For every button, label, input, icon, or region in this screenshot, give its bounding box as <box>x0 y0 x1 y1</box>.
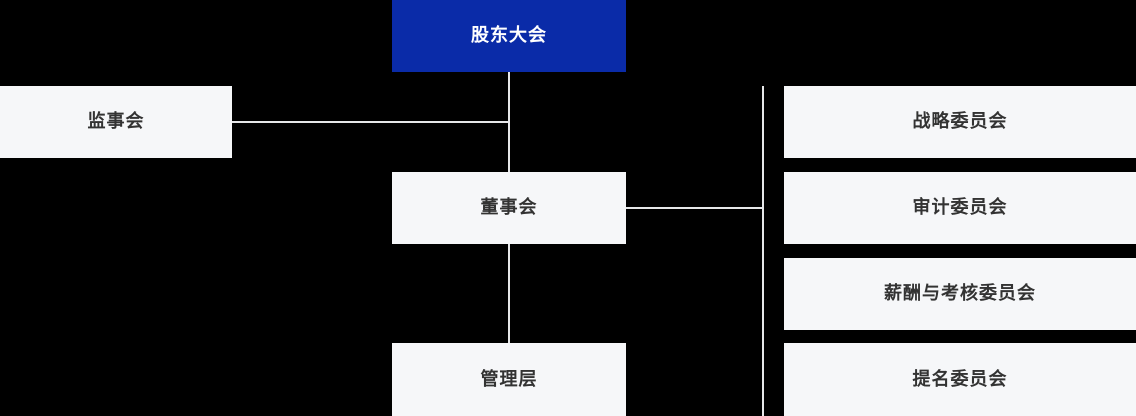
node-shareholders-meeting[interactable]: 股东大会 <box>392 0 626 72</box>
node-management[interactable]: 管理层 <box>392 343 626 416</box>
connector-board-to-committees-horizontal <box>626 207 764 209</box>
connector-supervisors-branch-horizontal <box>232 121 509 123</box>
node-remuneration-and-appraisal-committee-label: 薪酬与考核委员会 <box>884 283 1036 304</box>
node-nomination-committee[interactable]: 提名委员会 <box>784 343 1136 416</box>
node-audit-committee[interactable]: 审计委员会 <box>784 172 1136 244</box>
node-shareholders-meeting-label: 股东大会 <box>471 25 547 46</box>
node-board-of-directors[interactable]: 董事会 <box>392 172 626 244</box>
node-board-of-supervisors[interactable]: 监事会 <box>0 86 232 158</box>
connector-board-to-management-vertical <box>508 244 510 343</box>
node-management-label: 管理层 <box>480 368 538 389</box>
node-board-of-supervisors-label: 监事会 <box>87 111 145 132</box>
connector-committee-spine-vertical <box>762 86 764 416</box>
node-strategy-committee-label: 战略委员会 <box>912 111 1008 132</box>
node-strategy-committee[interactable]: 战略委员会 <box>784 86 1136 158</box>
node-board-of-directors-label: 董事会 <box>480 197 538 218</box>
node-audit-committee-label: 审计委员会 <box>912 197 1008 218</box>
node-nomination-committee-label: 提名委员会 <box>912 368 1008 389</box>
node-remuneration-and-appraisal-committee[interactable]: 薪酬与考核委员会 <box>784 258 1136 330</box>
connector-shareholders-to-board-vertical <box>508 72 510 172</box>
